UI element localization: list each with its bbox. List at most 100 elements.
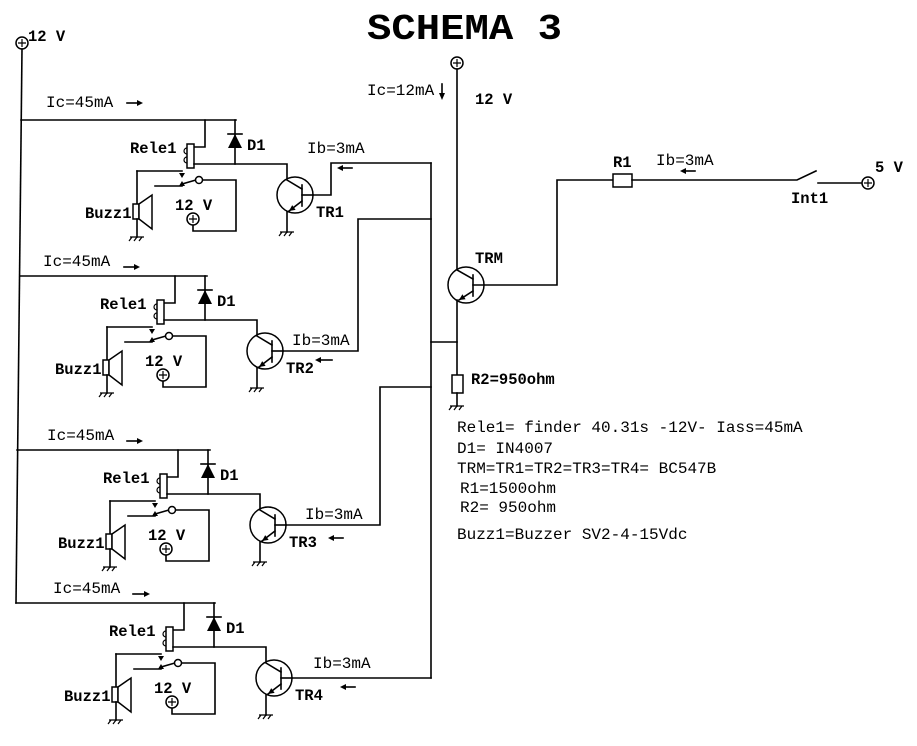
note-line: TRM=TR1=TR2=TR3=TR4= BC547B <box>457 460 716 478</box>
page-title: SCHEMA 3 <box>367 9 562 50</box>
resistor-r2 <box>451 374 464 407</box>
arrow-right-icon <box>126 100 143 106</box>
relay-contact <box>109 500 210 562</box>
diode-symbol <box>197 275 213 321</box>
master-supply-label: 12 V <box>475 91 513 109</box>
diode-label: D1 <box>220 467 239 485</box>
master-supply-terminal-icon <box>450 56 464 70</box>
plus-terminal-icon <box>159 542 173 556</box>
ground-icon <box>257 714 273 720</box>
ground-icon <box>101 566 117 572</box>
stage-ib-label: Ib=3mA <box>305 506 363 524</box>
note-line: Buzz1=Buzzer SV2-4-15Vdc <box>457 526 687 544</box>
buzzer-symbol <box>102 326 123 394</box>
stage-supply-label: 12 V <box>154 680 192 698</box>
relay-contact <box>136 170 237 232</box>
main-supply-label: 12 V <box>28 28 66 46</box>
diode-label: D1 <box>226 620 245 638</box>
arrow-down-icon <box>439 83 445 100</box>
relay-stage: Rele1 D1 Buzz1 12 V TR2 <box>55 275 314 398</box>
stage-ic-label: Ic=45mA <box>47 427 115 445</box>
diode-symbol <box>227 119 243 165</box>
main-supply-terminal-icon <box>15 36 29 50</box>
plus-terminal-icon <box>186 212 200 226</box>
base-wire <box>312 162 432 196</box>
ground-icon <box>248 387 264 393</box>
base-wire <box>282 218 432 352</box>
transistor-symbol <box>255 659 293 716</box>
note-line: D1= IN4007 <box>457 440 553 458</box>
stage-ic-label: Ic=45mA <box>43 253 111 271</box>
buzzer-label: Buzz1 <box>64 688 111 706</box>
diode-label: D1 <box>217 293 236 311</box>
transistor-label: TR3 <box>289 534 317 552</box>
r2-label: R2=950ohm <box>471 371 555 389</box>
relay-coil <box>156 449 261 511</box>
master-transistor-label: TRM <box>475 250 503 268</box>
transistor-symbol <box>246 332 284 389</box>
buzzer-symbol <box>111 653 132 721</box>
component-notes: Rele1= finder 40.31s -12V- Iass=45mA D1=… <box>457 419 803 544</box>
buzzer-symbol <box>132 170 153 238</box>
switch-label: Int1 <box>791 190 828 208</box>
input-voltage-label: 5 V <box>875 159 904 177</box>
arrow-left-icon <box>340 684 356 690</box>
stage-ib-label: Ib=3mA <box>307 140 365 158</box>
plus-terminal-icon <box>165 695 179 709</box>
ground-icon <box>128 236 144 242</box>
relay-label: Rele1 <box>100 296 147 314</box>
note-line: R1=1500ohm <box>460 480 556 498</box>
stage-ib-label: Ib=3mA <box>292 332 350 350</box>
transistor-label: TR2 <box>286 360 314 378</box>
stage-supply-label: 12 V <box>148 527 186 545</box>
ground-icon <box>448 405 464 411</box>
diode-label: D1 <box>247 137 266 155</box>
stage-supply-label: 12 V <box>145 353 183 371</box>
relay-contact <box>115 653 216 715</box>
supply-rail-wire <box>15 48 23 604</box>
relay-label: Rele1 <box>109 623 156 641</box>
relay-coil <box>153 275 258 337</box>
relay-stage: Rele1 D1 Buzz1 12 V TR3 <box>58 449 317 572</box>
master-transistor-symbol <box>447 68 485 376</box>
base-wire <box>285 386 432 526</box>
ground-icon <box>251 561 267 567</box>
arrow-left-icon <box>337 165 353 171</box>
transistor-label: TR1 <box>316 204 344 222</box>
relay-contact <box>106 326 207 388</box>
stage-ib-label: Ib=3mA <box>313 655 371 673</box>
arrow-left-icon <box>328 535 344 541</box>
arrow-left-icon <box>680 168 696 174</box>
buzzer-label: Buzz1 <box>85 205 132 223</box>
relay-stage: Rele1 D1 Buzz1 12 V TR4 <box>64 602 323 725</box>
relay-label: Rele1 <box>130 140 177 158</box>
note-line: R2= 950ohm <box>460 499 556 517</box>
master-ib-label: Ib=3mA <box>656 152 714 170</box>
relay-label: Rele1 <box>103 470 150 488</box>
transistor-label: TR4 <box>295 687 323 705</box>
note-line: Rele1= finder 40.31s -12V- Iass=45mA <box>457 419 803 437</box>
relay-coil <box>162 602 267 664</box>
buzzer-symbol <box>105 500 126 568</box>
transistor-symbol <box>249 506 287 563</box>
arrow-right-icon <box>126 438 143 444</box>
plus-terminal-icon <box>156 368 170 382</box>
arrow-right-icon <box>132 591 150 597</box>
stage-supply-label: 12 V <box>175 197 213 215</box>
input-terminal-icon <box>861 176 875 190</box>
stage-ic-label: Ic=45mA <box>53 580 121 598</box>
buzzer-label: Buzz1 <box>55 361 102 379</box>
arrow-left-icon <box>315 357 333 363</box>
transistor-symbol <box>276 176 314 233</box>
relay-stage: Rele1 D1 Buzz1 12 V TR1 <box>85 119 344 242</box>
r1-label: R1 <box>613 154 632 172</box>
buzzer-label: Buzz1 <box>58 535 105 553</box>
ground-icon <box>278 231 294 237</box>
ground-icon <box>107 719 123 725</box>
switch-int1 <box>631 169 863 184</box>
relay-coil <box>183 119 288 181</box>
diode-symbol <box>206 602 222 648</box>
resistor-r1 <box>612 173 633 188</box>
master-base-wire <box>472 179 614 286</box>
